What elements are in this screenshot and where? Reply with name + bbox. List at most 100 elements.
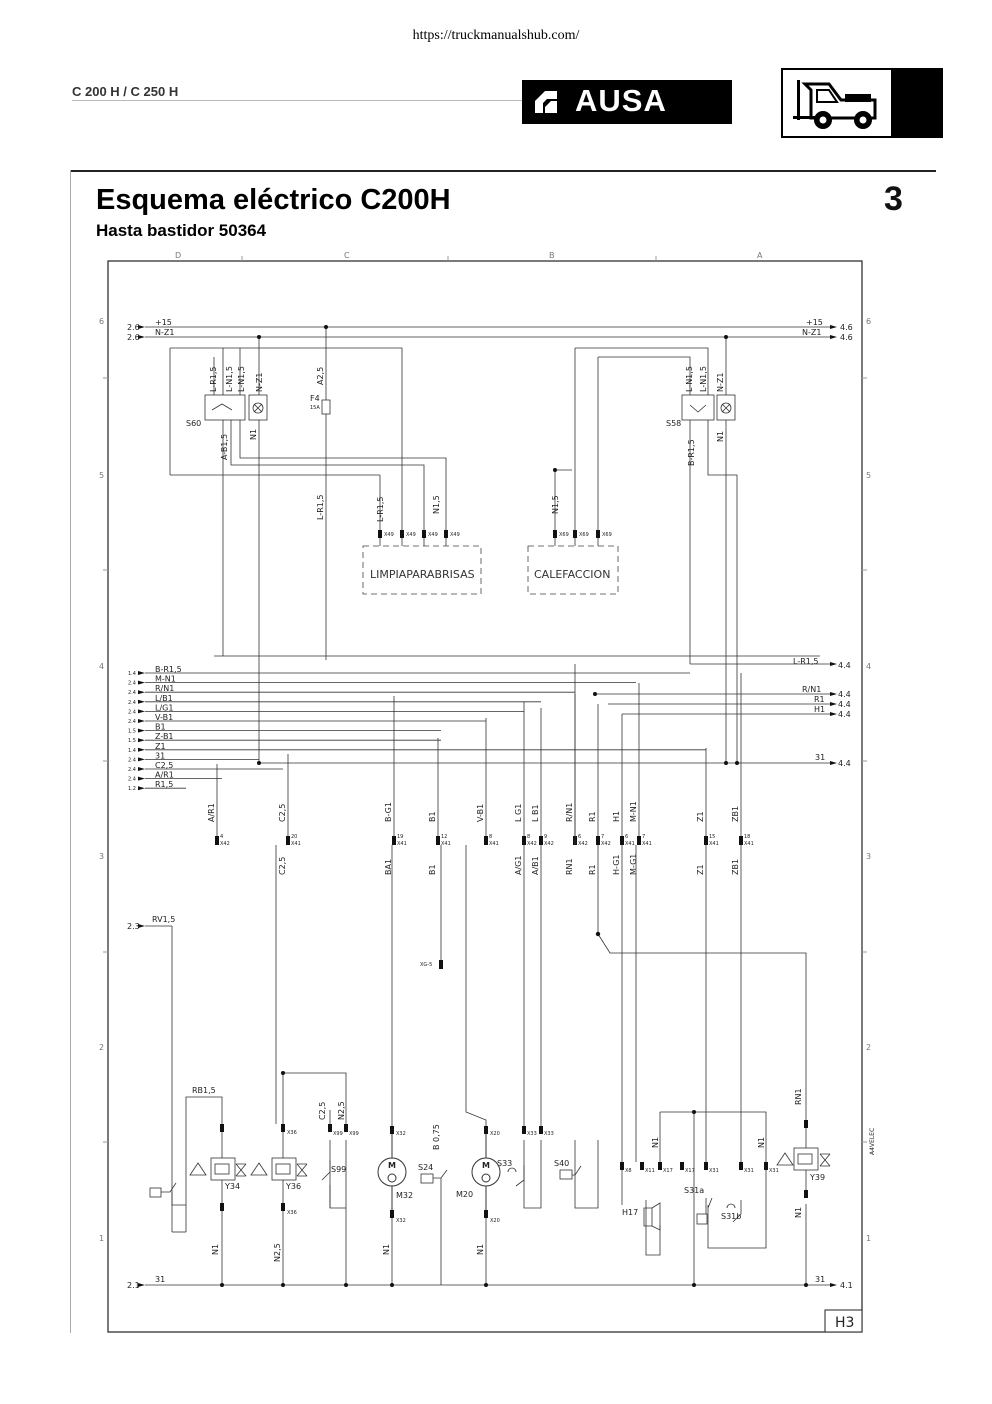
connector-label: X31 (744, 1168, 754, 1174)
grid-col-label: D (175, 251, 181, 260)
connector-label: X20 (490, 1131, 500, 1137)
forklift-icon (793, 80, 877, 129)
right-ref-name: R1 (814, 695, 825, 704)
top-wiring (169, 327, 820, 763)
wire-label: N1 (476, 1244, 485, 1255)
bus-ref: 4.6 (840, 333, 853, 342)
wire-label: N-Z1 (716, 373, 725, 392)
sheet-id-box (824, 1309, 863, 1333)
component-label: Y36 (285, 1182, 301, 1191)
wire-label: L-N1,5 (699, 366, 708, 392)
signal-bus-ref: 1.5 (128, 738, 136, 744)
connector-id: X42 (601, 841, 611, 847)
signal-bus-name: 31 (155, 751, 165, 760)
rv-bus (145, 925, 186, 1233)
switch-s33 (507, 1165, 525, 1187)
page-title: Esquema eléctrico C200H (96, 184, 451, 216)
dashed-boxes (362, 545, 619, 595)
signal-bus-arrow (138, 767, 145, 771)
wire-label: N1 (249, 429, 258, 440)
signal-bus-name: V-B1 (155, 713, 173, 722)
component-label: Y34 (224, 1182, 240, 1191)
source-url: https://truckmanualshub.com/ (412, 28, 580, 43)
connector-label: X33 (527, 1131, 537, 1137)
signal-bus-name: M-N1 (155, 675, 176, 684)
top-bus-arrows (138, 325, 837, 339)
grid-columns: D C B A (175, 251, 763, 261)
grid-col-label: B (549, 251, 555, 260)
connector-bottom-label: C2,5 (278, 857, 287, 875)
bus-name: RV1,5 (152, 915, 175, 924)
switch-s40 (559, 1165, 582, 1180)
signal-bus-ref: 1.5 (128, 729, 136, 735)
connector-pin-number: 8 (527, 834, 530, 840)
horn-h17 (643, 1202, 661, 1231)
right-ref: 4.4 (838, 661, 851, 670)
wire-label: RB1,5 (192, 1086, 216, 1095)
switch-s60 (204, 394, 268, 421)
ausa-logo-mark-icon (535, 91, 557, 113)
lower-wiring (145, 664, 830, 1286)
grid-row-label: 1 (99, 1234, 104, 1243)
bottom-connector-pins (220, 1120, 808, 1218)
connector-label: X32 (396, 1131, 406, 1137)
top-junctions (257, 325, 728, 472)
right-ref: 4.4 (838, 700, 851, 709)
grid-row-label: 1 (866, 1234, 871, 1243)
right-ref-name: H1 (814, 705, 825, 714)
signal-bus-name: Z1 (155, 742, 166, 751)
connector-top-label: R/N1 (565, 803, 574, 822)
right-ref: 4.4 (838, 759, 851, 768)
connector-label: X17 (663, 1168, 673, 1174)
switch-s31 (696, 1197, 742, 1225)
connector-label: X11 (645, 1168, 655, 1174)
component-label: Y39 (809, 1173, 825, 1182)
connector-label: X49 (428, 532, 438, 538)
signal-bus-ref: 2.4 (128, 700, 136, 706)
connector-top-label: A/R1 (207, 803, 216, 822)
connector-bottom-label: A/B1 (531, 856, 540, 875)
header-rule (72, 100, 522, 101)
connector-bottom-label: B1 (428, 864, 437, 875)
wire-label: N1 (757, 1137, 766, 1148)
connector-pin (539, 836, 543, 845)
sheet-id: H3 (835, 1315, 854, 1331)
connector-pin (704, 836, 708, 845)
component-label: F4 (310, 394, 320, 403)
connector-label: X69 (579, 532, 589, 538)
box-leads (379, 538, 599, 546)
connector-id: X42 (544, 841, 554, 847)
connector-id: X41 (489, 841, 499, 847)
valve-y36 (250, 1132, 308, 1203)
grid-row-label: 3 (866, 852, 871, 861)
component-label: S24 (418, 1163, 433, 1172)
component-label: S60 (186, 419, 201, 428)
heater-box-label: CALEFACCION (534, 568, 610, 581)
wire-label: L-N1,5 (225, 366, 234, 392)
signal-bus-arrow (138, 776, 145, 781)
right-ref-name: L-R1,5 (793, 657, 818, 666)
grid-row-label: 3 (99, 852, 104, 861)
connector-bottom-label: H-G1 (612, 855, 621, 875)
connector-pin (484, 836, 488, 845)
valve-y39 (776, 1128, 831, 1190)
connector-pin-number: 4 (220, 834, 223, 840)
motor-m32 (377, 1134, 407, 1210)
signal-bus-arrow (138, 690, 145, 695)
signal-bus-ref: 2.4 (128, 709, 136, 715)
right-ref: 4.4 (838, 710, 851, 719)
wire-label: N1,5 (432, 495, 441, 514)
connector-top-label: R1 (588, 811, 597, 822)
signal-bus-ref: 2.4 (128, 767, 136, 773)
bus-junctions (257, 692, 739, 765)
connector-label: X31 (709, 1168, 719, 1174)
component-label: S31b (721, 1212, 741, 1221)
connector-top-label: B-G1 (384, 802, 393, 822)
connector-top-label: Z1 (696, 811, 705, 822)
wire-label: B-R1,5 (687, 439, 696, 466)
signal-bus-arrow (138, 757, 145, 762)
connector-pin (392, 836, 396, 845)
lower-junctions (220, 931, 808, 1287)
bus-ref: 2.6 (127, 323, 140, 332)
connector-label: X49 (450, 532, 460, 538)
